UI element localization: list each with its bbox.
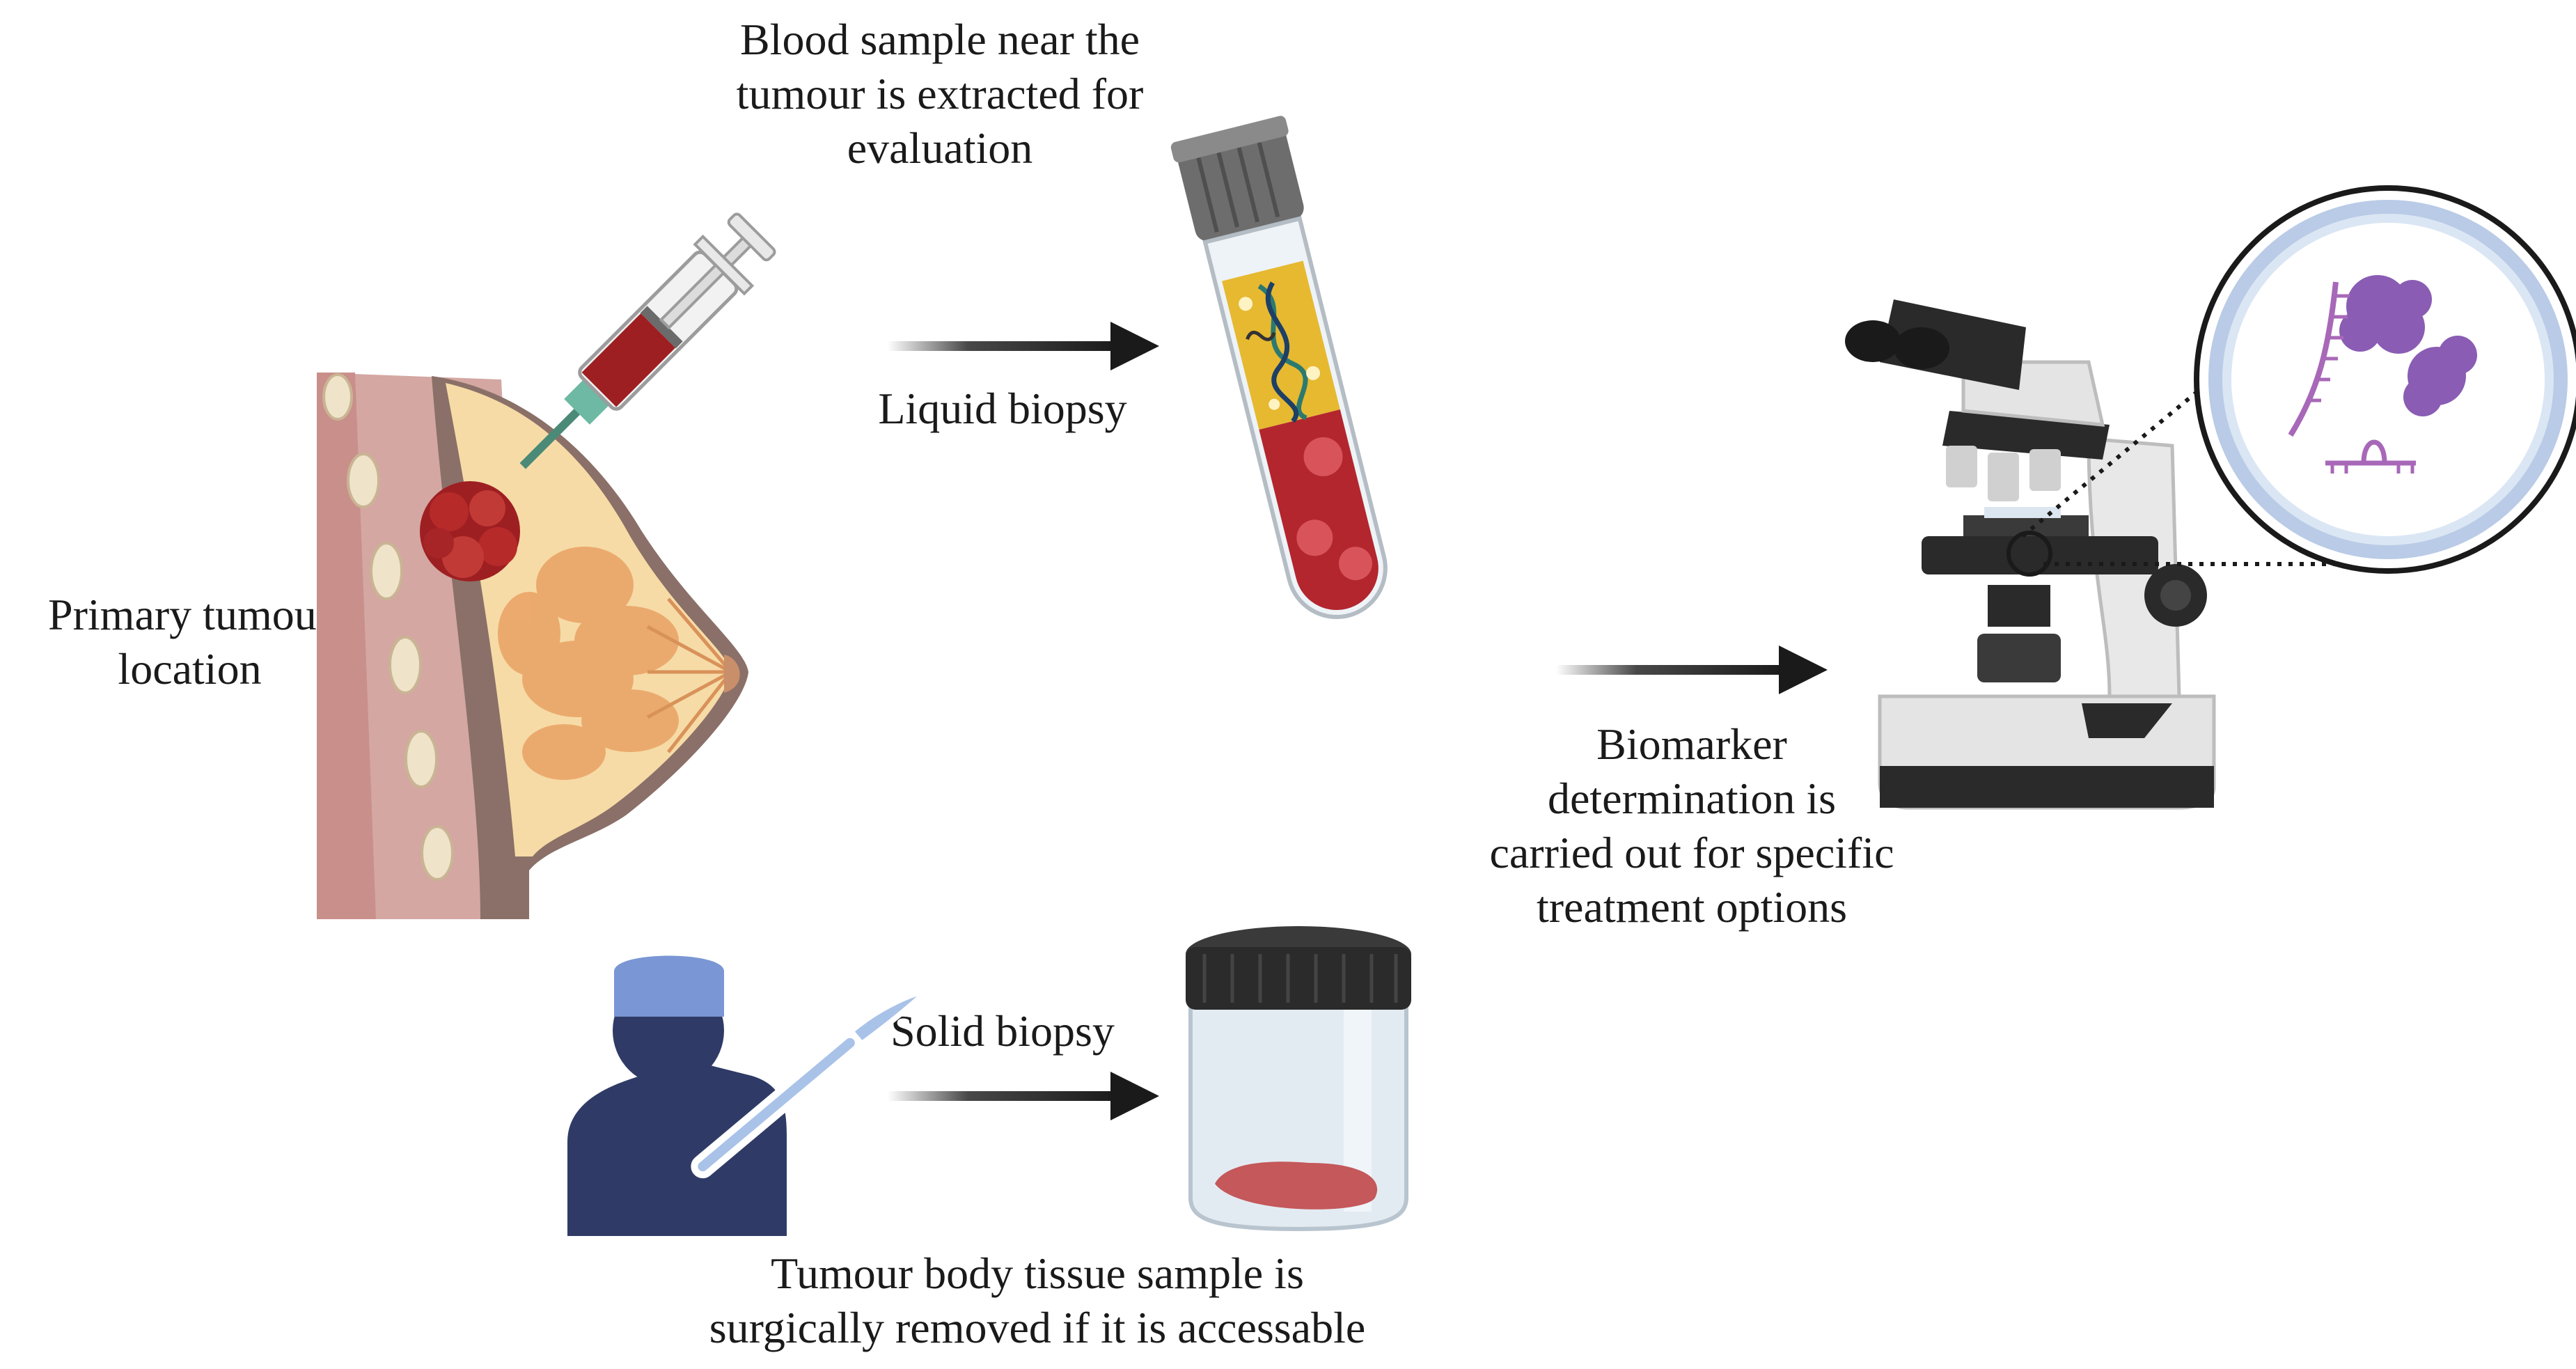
biomarker-line-3: carried out for specific [1489, 828, 1894, 877]
nucleic-acid-strand [2288, 281, 2339, 437]
rna-hairpin [2325, 439, 2416, 466]
blood-sample-label: Blood sample near the tumour is extracte… [689, 13, 1191, 175]
needle [519, 404, 585, 469]
liquid-biopsy-label: Liquid biopsy [822, 382, 1184, 436]
focus-ring [2006, 531, 2052, 577]
primary-tumour-line-1: Primary tumour [47, 590, 332, 639]
tissue-sample-line-1: Tumour body tissue sample is [771, 1249, 1304, 1298]
blood-sample-line-1: Blood sample near the [739, 15, 1140, 64]
tissue-sample [1215, 1161, 1378, 1210]
tissue-sample-label: Tumour body tissue sample is surgically … [627, 1246, 1448, 1355]
primary-tumour-label: Primary tumour location [0, 588, 379, 696]
blood-sample-line-2: tumour is extracted for [736, 69, 1144, 118]
solid-biopsy-text: Solid biopsy [890, 1006, 1115, 1056]
solid-biopsy-label: Solid biopsy [835, 1004, 1170, 1058]
tissue-sample-line-2: surgically removed if it is accessable [709, 1303, 1366, 1352]
protein-molecules [2339, 275, 2477, 416]
scalpel-icon [691, 988, 934, 1179]
liquid-biopsy-text: Liquid biopsy [878, 384, 1127, 433]
solid-biopsy-arrow [888, 1072, 1159, 1120]
tumour-icon [420, 481, 520, 581]
jar-lid [1186, 947, 1411, 1010]
biomarker-label: Biomarker determination is carried out f… [1434, 717, 1949, 934]
biomarker-line-1: Biomarker [1596, 719, 1787, 769]
biomarker-line-2: determination is [1547, 774, 1837, 823]
blood-sample-line-3: evaluation [847, 123, 1033, 173]
primary-tumour-line-2: location [118, 644, 262, 694]
surgeon-cap [614, 955, 724, 1017]
biomarker-arrow [1556, 646, 1828, 694]
liquid-biopsy-arrow [888, 322, 1159, 370]
biomarker-line-4: treatment options [1536, 882, 1848, 932]
